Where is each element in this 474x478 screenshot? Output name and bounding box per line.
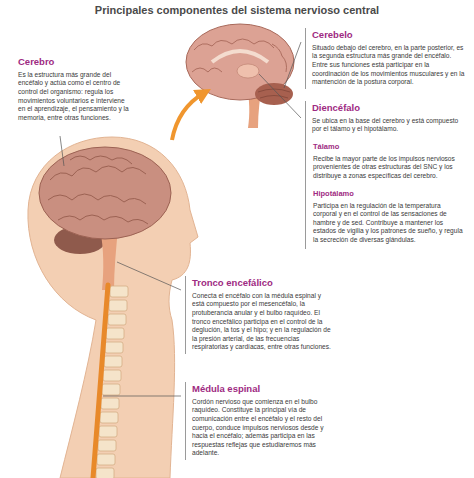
vertebra <box>105 342 123 353</box>
body-silhouette <box>28 137 198 478</box>
block-heading: Cerebro <box>18 57 130 68</box>
cerebellum-detail <box>255 83 293 105</box>
cerebellum-folia <box>258 89 290 98</box>
vertebra <box>108 314 126 325</box>
folium <box>260 96 288 99</box>
info-block: Diencéfalo Se ubica en la base del cerebr… <box>305 101 465 249</box>
gyrus <box>272 44 287 72</box>
block-heading: Tálamo <box>313 143 463 152</box>
block-text: Recibe la mayor parte de los impulsos ne… <box>313 155 463 181</box>
sub-info-block: TálamoRecibe la mayor parte de los impul… <box>313 142 463 181</box>
block-text: Cordón nervioso que comienza en el bulbo… <box>192 398 335 458</box>
vertebra <box>101 398 119 409</box>
vertebra <box>104 356 122 367</box>
info-block: Médula espinalCordón nervioso que comien… <box>185 382 335 460</box>
sub-info-block: HipotálamoParticipa en la regulación de … <box>313 189 463 245</box>
vertebra <box>106 328 124 339</box>
block-text: Es la estructura más grande del encéfalo… <box>18 71 130 122</box>
vertebra <box>110 286 128 297</box>
vertebra <box>109 300 127 311</box>
gyrus <box>194 39 274 50</box>
leader-line <box>259 74 301 118</box>
gyrus <box>50 166 146 180</box>
info-block: Tronco encefálicoConecta el encéfalo con… <box>185 276 335 354</box>
block-text: Se ubica en la base del cerebro y está c… <box>312 117 465 134</box>
vertebra <box>100 412 118 423</box>
block-heading: Cerebelo <box>312 30 465 41</box>
thalamus <box>237 64 259 78</box>
vertebra <box>99 426 117 437</box>
leader-line <box>103 396 181 397</box>
block-heading: Hipotálamo <box>313 190 463 199</box>
brain-gyri <box>48 156 148 224</box>
gyrus <box>48 194 146 204</box>
corpus-callosum <box>212 51 268 62</box>
block-text: Situado debajo del cerebro, en la parte … <box>312 44 465 87</box>
vertebra <box>103 370 121 381</box>
vertebra <box>97 454 115 465</box>
gyrus <box>192 68 222 72</box>
block-heading: Médula espinal <box>192 384 335 395</box>
gyrus <box>70 156 132 164</box>
block-text: Conecta el encéfalo con la médula espina… <box>192 292 335 352</box>
leader-line <box>284 42 301 88</box>
vertebra <box>98 440 116 451</box>
info-block: Cerebro Es la estructura más grande del e… <box>18 56 130 123</box>
cerebrum <box>39 147 171 239</box>
leader-line <box>60 136 64 166</box>
leader-line <box>117 262 181 290</box>
info-block: CerebeloSituado debajo del cerebro, en l… <box>305 28 465 89</box>
zoom-arrow <box>172 93 204 140</box>
block-heading: Diencéfalo <box>312 103 465 114</box>
vertebra <box>102 384 120 395</box>
vertebra <box>96 468 114 478</box>
gyrus <box>58 215 148 224</box>
block-heading: Tronco encefálico <box>192 278 335 289</box>
diagram-title: Principales componentes del sistema nerv… <box>0 4 474 16</box>
spinal-cord <box>93 285 108 478</box>
block-text: Participa en la regulación de la tempera… <box>313 202 463 245</box>
leader-lines <box>60 42 301 396</box>
